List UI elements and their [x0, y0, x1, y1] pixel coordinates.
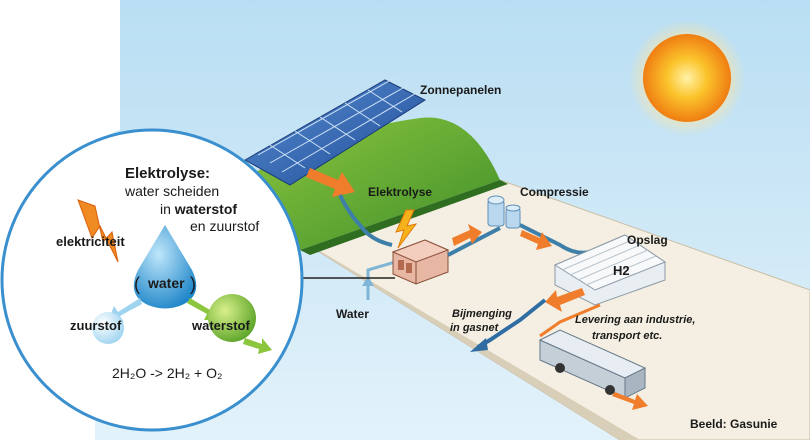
water-inlet-pipe — [366, 260, 396, 300]
arrow-to-storage — [520, 230, 552, 250]
label-opslag: Opslag — [627, 233, 668, 247]
paren-right: ) — [190, 274, 196, 294]
label-transport: transport etc. — [592, 330, 662, 342]
label-levering: Levering aan industrie, — [575, 314, 695, 326]
inset-line-1: water scheiden — [124, 183, 219, 199]
pipe-storage-to-truck — [539, 303, 601, 338]
gas-grid-pipe — [476, 298, 547, 349]
hydrogen-out-arrow — [243, 338, 272, 354]
label-in-gasnet: in gasnet — [450, 322, 500, 334]
inset-lightning-icon — [77, 199, 119, 263]
inset-line-2: in waterstof — [160, 201, 237, 217]
oxygen-sphere — [92, 312, 124, 344]
gas-grid-arrow — [470, 338, 488, 352]
arrow-solar-to-electrolyser — [306, 168, 355, 197]
water-pipe — [338, 194, 393, 247]
inset-label-waterstof: waterstof — [191, 318, 250, 333]
hydrogen-sphere — [208, 294, 256, 342]
inset-line-3: en zuurstof — [190, 218, 259, 234]
compressor-unit — [487, 195, 521, 229]
inset-label-zuurstof: zuurstof — [70, 318, 122, 333]
label-bijmenging: Bijmenging — [452, 308, 512, 320]
inset-label-water: water — [147, 275, 185, 291]
inset-formula: 2H₂O -> 2H₂ + O₂ — [112, 365, 222, 381]
sun-icon — [629, 20, 745, 136]
arrow-storage-to-pipe — [545, 288, 585, 312]
label-h2: H2 — [613, 263, 630, 278]
white-corner — [0, 0, 120, 180]
inset-label-elektriciteit: elektriciteit — [56, 234, 125, 249]
water-inlet-arrow — [362, 276, 374, 286]
label-zonnepanelen: Zonnepanelen — [420, 83, 501, 97]
electrolyser-unit — [391, 239, 450, 285]
credit-label: Beeld: Gasunie — [690, 417, 778, 431]
paren-left: ( — [134, 274, 140, 294]
label-elektrolyse: Elektrolyse — [368, 185, 432, 199]
label-compressie: Compressie — [520, 185, 589, 199]
solar-panels — [243, 75, 427, 186]
arrow-to-compression — [452, 224, 482, 246]
arrow-truck — [612, 392, 648, 410]
label-water: Water — [336, 307, 369, 321]
truck-icon — [538, 329, 647, 399]
inset-title: Elektrolyse: — [125, 165, 210, 182]
platform-edge — [300, 240, 640, 440]
water-drop-icon — [133, 225, 197, 309]
lightning-icon — [395, 209, 418, 249]
storage-tanks — [553, 234, 667, 306]
